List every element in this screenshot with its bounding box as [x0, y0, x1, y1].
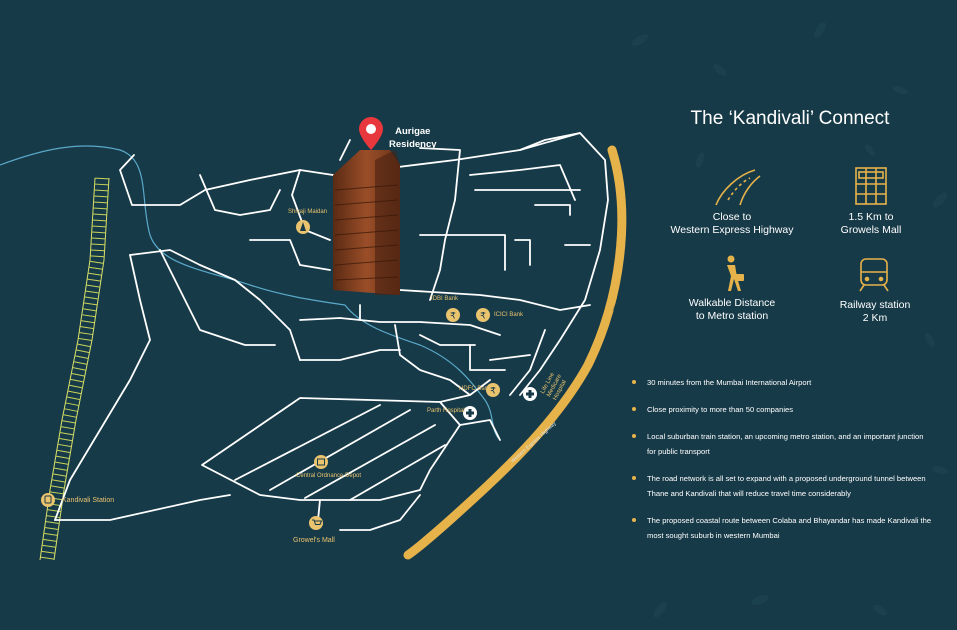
feature-line2: Growels Mall: [840, 224, 902, 236]
parth-hospital-label: Parth Hospital: [427, 408, 465, 414]
feature-mall: 1.5 Km to Growels Mall: [781, 211, 957, 237]
feature-line2: to Metro station: [695, 310, 769, 322]
icici-bank-label: ICICI Bank: [494, 312, 524, 318]
idbi-bank-label: IDBI Bank: [431, 296, 459, 302]
kandivali-station-train-icon: [41, 493, 55, 507]
lifeline-hospital-cross-icon: [523, 387, 537, 401]
bullet-text: Close proximity to more than 50 companie…: [647, 405, 794, 414]
svg-text:₹: ₹: [450, 312, 456, 322]
western-express-highway: [403, 145, 627, 560]
central-ordnance-depot-icon: [314, 455, 328, 469]
idbi-bank-rupee-icon: ₹: [446, 308, 460, 322]
feature-line2: Western Express Highway: [670, 224, 794, 236]
location-pin-icon: [359, 117, 383, 150]
hdfc-bank-rupee-icon: ₹: [486, 383, 500, 397]
growels-mall-label: Growel's Mall: [293, 537, 335, 544]
feature-line1: Walkable Distance: [688, 297, 776, 309]
river: [0, 145, 501, 441]
list-item: The proposed coastal route between Colab…: [632, 513, 932, 543]
bullet-text: 30 minutes from the Mumbai International…: [647, 378, 812, 387]
feature-highway: Close to Western Express Highway: [642, 211, 822, 237]
feature-line1: Close to: [712, 211, 752, 223]
feature-line2: 2 Km: [862, 312, 888, 324]
feature-line1: Railway station: [839, 299, 911, 311]
shivaji-maidan-label: Shivaji Maidan: [288, 209, 328, 215]
train-icon: [859, 258, 889, 292]
hdfc-bank-label: HDFC Bank: [459, 386, 492, 392]
bullet-dot: [632, 518, 636, 522]
highlights-list: 30 minutes from the Mumbai International…: [632, 375, 932, 555]
feature-line1: 1.5 Km to: [848, 211, 894, 223]
bullet-dot: [632, 407, 636, 411]
walking-icon: [727, 255, 744, 291]
central-ordnance-depot-label: Central Ordnance Depot: [296, 473, 362, 479]
feature-metro: Walkable Distance to Metro station: [642, 297, 822, 323]
svg-text:₹: ₹: [480, 312, 486, 322]
mall-icon: [855, 167, 887, 205]
bullet-dot: [632, 434, 636, 438]
list-item: Local suburban train station, an upcomin…: [632, 429, 932, 459]
project-name-line2: Residency: [389, 139, 437, 150]
project-name-line1: Aurigae: [395, 126, 431, 137]
feature-railway: Railway station 2 Km: [785, 299, 957, 325]
growels-mall-cart-icon: [309, 516, 323, 530]
road-network: [54, 132, 609, 531]
svg-text:₹: ₹: [490, 387, 496, 397]
list-item: Close proximity to more than 50 companie…: [632, 402, 932, 417]
bullet-dot: [632, 380, 636, 384]
project-name-label: Aurigae Residency: [389, 125, 437, 151]
list-item: 30 minutes from the Mumbai International…: [632, 375, 932, 390]
bullet-dot: [632, 476, 636, 480]
list-item: The road network is all set to expand wi…: [632, 471, 932, 501]
highway-icon: [715, 169, 761, 206]
parth-hospital-cross-icon: [463, 406, 477, 420]
bullet-text: The road network is all set to expand wi…: [647, 474, 926, 498]
aurigae-residency-tower: [333, 150, 400, 295]
bullet-text: The proposed coastal route between Colab…: [647, 516, 932, 540]
panel-title: The ‘Kandivali’ Connect: [690, 108, 890, 129]
kandivali-station-label: Kandivali Station: [62, 497, 115, 504]
feature-icons: [715, 167, 889, 292]
shivaji-maidan-icon: [296, 220, 310, 234]
bullet-text: Local suburban train station, an upcomin…: [647, 432, 924, 456]
map-markers: ₹ ₹ ₹: [41, 220, 537, 530]
background-leaves: [631, 21, 948, 618]
icici-bank-rupee-icon: ₹: [476, 308, 490, 322]
